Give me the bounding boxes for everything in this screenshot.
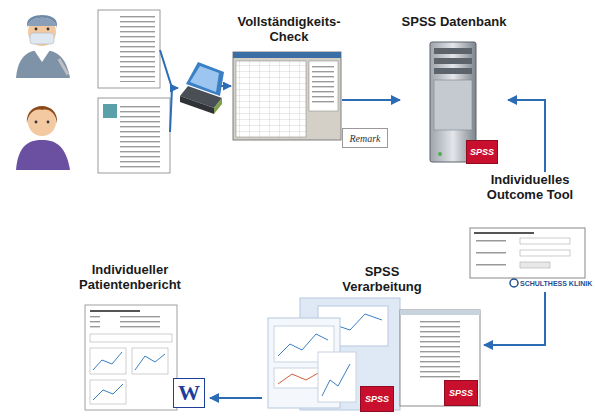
step-heading: Individueller Patientenbericht bbox=[72, 262, 188, 292]
check-screenshot bbox=[312, 66, 334, 106]
doctor-icon bbox=[34, 50, 50, 62]
outcome-tool-screenshot bbox=[476, 264, 506, 266]
doctor-icon bbox=[27, 18, 57, 26]
flow-arrow bbox=[210, 397, 262, 399]
spss-logo: SPSS bbox=[444, 380, 478, 406]
step-heading: Individuelles Outcome Tool bbox=[468, 172, 592, 202]
check-screenshot bbox=[233, 52, 341, 140]
patient-icon bbox=[16, 140, 70, 170]
report-document bbox=[85, 305, 177, 410]
form-sheet bbox=[98, 10, 170, 173]
outcome-tool-screenshot bbox=[470, 228, 585, 278]
output-screenshot bbox=[400, 310, 480, 406]
check-screenshot bbox=[233, 52, 341, 58]
flow-arrow bbox=[172, 87, 178, 89]
flow-arrow bbox=[342, 99, 400, 101]
outcome-tool-screenshot bbox=[474, 232, 534, 234]
report-document bbox=[85, 305, 177, 410]
scanner-icon bbox=[214, 98, 222, 114]
check-screenshot bbox=[233, 52, 341, 140]
database-server bbox=[434, 48, 472, 54]
chart-windows bbox=[322, 364, 350, 396]
patient-icon bbox=[47, 121, 50, 124]
chart-windows bbox=[318, 352, 356, 402]
step-heading: SPSS Datenbank bbox=[400, 14, 508, 29]
outcome-tool-screenshot bbox=[520, 238, 570, 244]
report-document bbox=[90, 334, 172, 342]
step-heading: Vollständigkeits- Check bbox=[230, 14, 348, 44]
outcome-tool-screenshot bbox=[510, 279, 518, 287]
flow-arrow bbox=[508, 100, 545, 172]
output-screenshot bbox=[400, 310, 480, 315]
output-screenshot bbox=[404, 319, 476, 381]
database-server bbox=[434, 80, 472, 130]
check-screenshot bbox=[309, 61, 338, 111]
doctor-icon bbox=[35, 28, 38, 31]
doctor-icon bbox=[28, 18, 56, 46]
form-sheet bbox=[120, 106, 165, 168]
database-server bbox=[434, 68, 472, 74]
process-step: Individuelles Outcome Tool bbox=[468, 172, 592, 292]
word-logo: W bbox=[173, 378, 205, 408]
outcome-tool-screenshot bbox=[520, 262, 550, 268]
doctor-icon bbox=[47, 28, 50, 31]
patient-icon bbox=[27, 106, 57, 124]
check-screenshot bbox=[236, 61, 306, 137]
scanner-icon bbox=[180, 96, 214, 114]
outcome-tool-screenshot bbox=[476, 240, 506, 242]
software-logo: Remark bbox=[342, 128, 388, 148]
outcome-tool-screenshot bbox=[520, 250, 570, 256]
report-document bbox=[135, 354, 165, 370]
form-sheet bbox=[103, 16, 155, 82]
clinic-logo: SCHULTHESS KLINIK bbox=[520, 278, 592, 289]
form-sheet bbox=[98, 98, 170, 173]
report-document bbox=[132, 348, 168, 374]
patient-icon bbox=[35, 121, 38, 124]
report-document bbox=[90, 316, 172, 330]
outcome-tool-screenshot bbox=[476, 252, 506, 254]
doctor-icon bbox=[27, 15, 57, 29]
doctor-icon bbox=[58, 58, 70, 75]
step-heading: SPSS Verarbeitung bbox=[336, 264, 428, 294]
report-document bbox=[93, 352, 122, 370]
spss-logo: SPSS bbox=[466, 140, 498, 164]
doctor-icon bbox=[16, 15, 70, 78]
doctor-icon bbox=[16, 50, 70, 78]
scanner-icon bbox=[186, 62, 224, 96]
report-document bbox=[90, 380, 126, 404]
form-sheet bbox=[98, 10, 160, 88]
scanner-icon bbox=[190, 66, 219, 92]
report-document bbox=[90, 348, 126, 374]
output-screenshot bbox=[400, 310, 480, 406]
spss-logo: SPSS bbox=[360, 386, 394, 412]
report-document bbox=[90, 310, 140, 312]
scanner-icon bbox=[180, 62, 224, 114]
patient-icon bbox=[16, 106, 70, 170]
flow-arrow bbox=[160, 50, 231, 132]
flow-arrow bbox=[160, 50, 172, 132]
process-step: Vollständigkeits- Check bbox=[230, 14, 342, 142]
patient-icon bbox=[28, 108, 56, 136]
doctor-icon bbox=[30, 33, 54, 44]
form-sheet bbox=[103, 104, 117, 118]
database-server bbox=[438, 152, 442, 156]
report-document bbox=[93, 384, 123, 400]
flow-arrow bbox=[484, 292, 545, 345]
outcome-tool-screenshot bbox=[470, 228, 585, 287]
database-server bbox=[434, 58, 472, 64]
